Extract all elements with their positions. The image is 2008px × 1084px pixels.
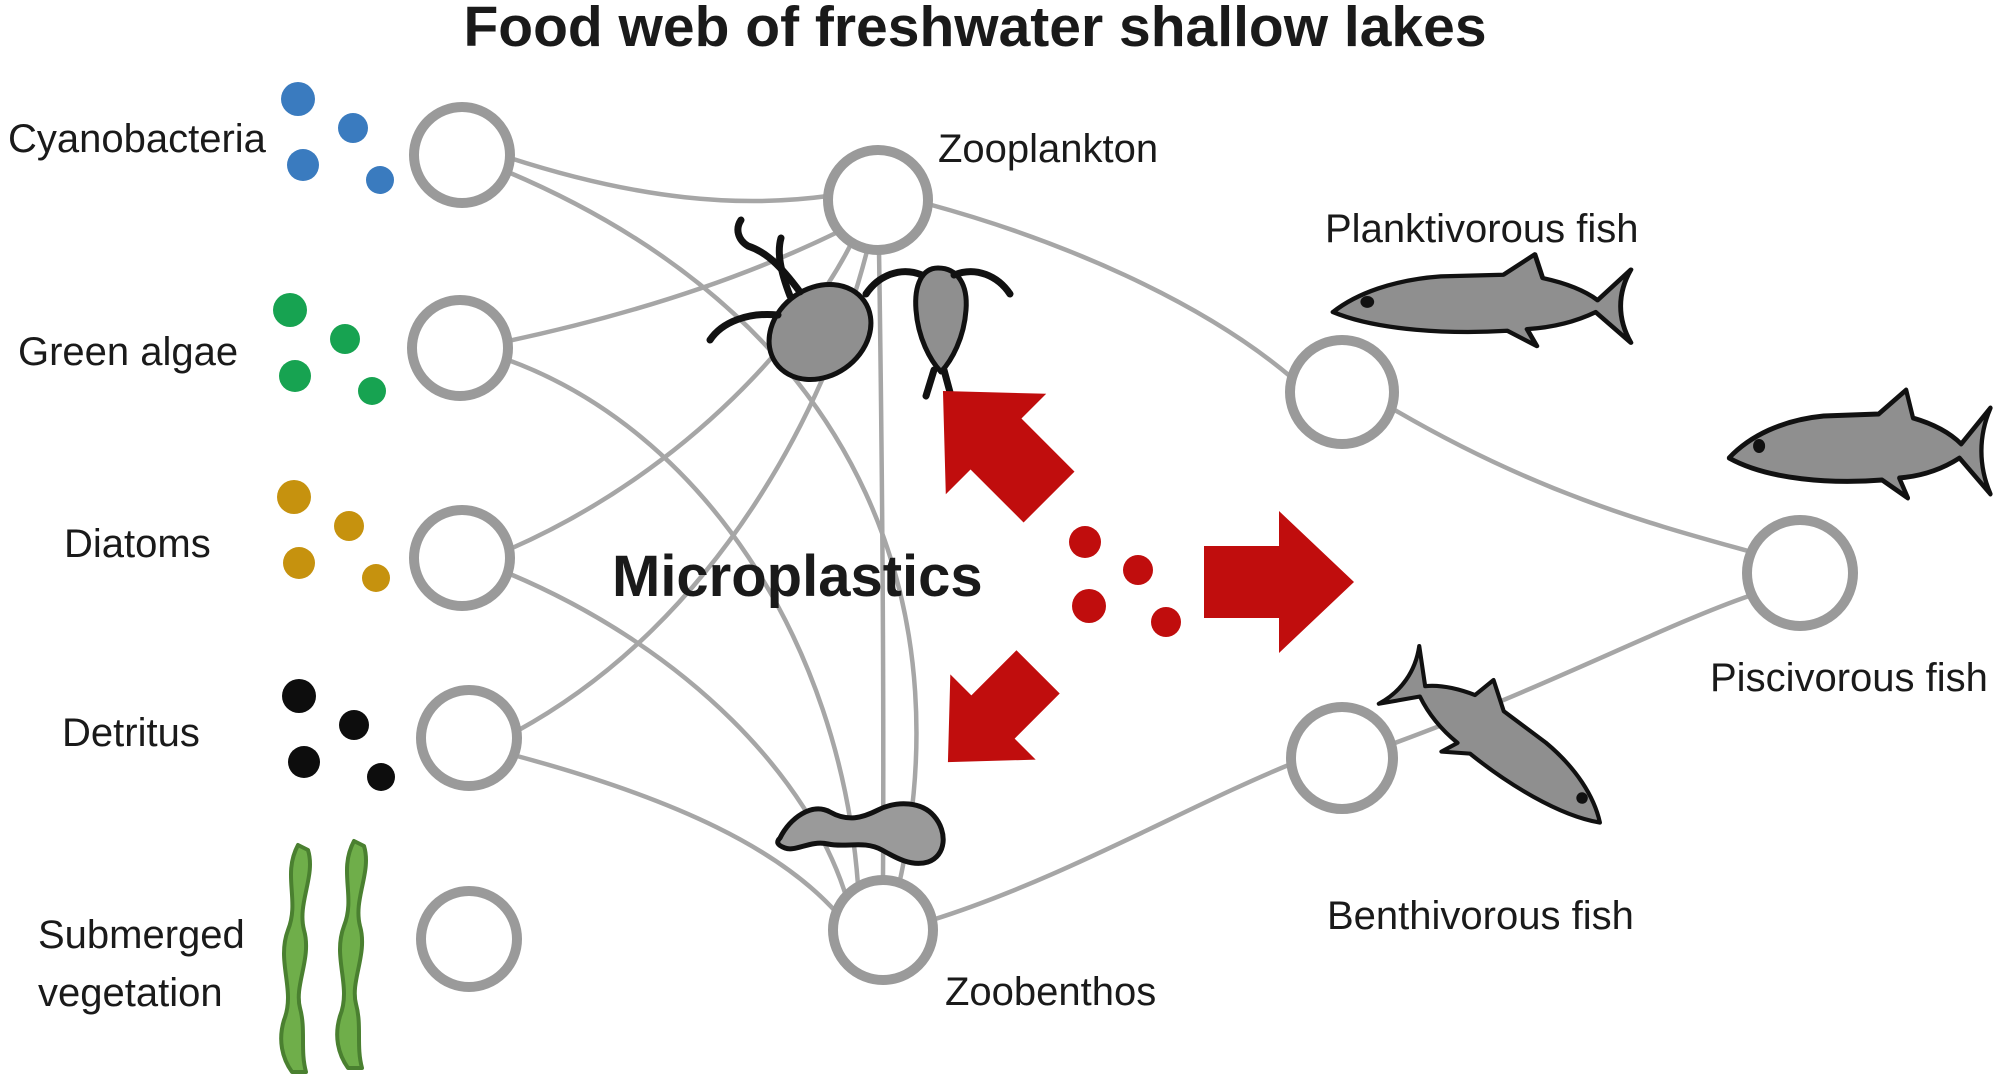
node-submerged-vegetation [416, 886, 522, 992]
edge-zooplankton-zoobenthos [876, 247, 886, 883]
node-zoobenthos [828, 875, 938, 985]
edge-green-algae-zooplankton [505, 227, 845, 344]
label-submerged-line2: vegetation [38, 971, 223, 1015]
trophic-nodes [407, 102, 1858, 992]
label-piscivorous-fish: Piscivorous fish [1710, 656, 1988, 700]
arrow-to-fish-icon [1204, 511, 1354, 653]
microplastic-particles [1069, 526, 1181, 637]
microplastics-group: Microplastics [612, 340, 1354, 805]
piscivorous-fish-icon [1729, 390, 1990, 498]
figure-title: Food web of freshwater shallow lakes [463, 0, 1486, 59]
arrow-to-zoobenthos-icon [905, 629, 1081, 805]
node-benthivorous-fish [1286, 702, 1398, 814]
zoobenthos-worm-icon [775, 801, 946, 866]
planktivorous-fish-icon [1333, 254, 1631, 346]
edge-diatoms-zooplankton [507, 233, 858, 552]
edge-green-algae-zoobenthos [505, 357, 861, 888]
cyanobacteria-particles [281, 82, 394, 194]
edge-zoobenthos-benthivorous [929, 761, 1294, 923]
edge-planktivorous-piscivorous [1390, 406, 1751, 554]
node-zooplankton [823, 145, 933, 255]
label-planktivorous-fish: Planktivorous fish [1325, 207, 1638, 251]
diatoms-particles [277, 480, 390, 592]
edge-zooplankton-planktivorous [925, 201, 1294, 380]
node-planktivorous-fish [1285, 335, 1399, 449]
fish-silhouettes [1333, 254, 1990, 849]
label-zoobenthos: Zoobenthos [945, 970, 1156, 1014]
edge-detritus-zoobenthos [514, 753, 839, 915]
edge-lines [505, 155, 1752, 923]
microplastics-label: Microplastics [612, 544, 983, 609]
label-benthivorous-fish: Benthivorous fish [1327, 894, 1634, 938]
benthivorous-fish-icon [1377, 634, 1632, 850]
label-cyanobacteria: Cyanobacteria [8, 117, 267, 161]
vegetation-strand [279, 843, 312, 1074]
node-piscivorous-fish [1742, 515, 1858, 631]
label-diatoms: Diatoms [64, 522, 211, 566]
vegetation-strand [335, 839, 368, 1070]
label-detritus: Detritus [62, 711, 200, 755]
arrow-to-zooplankton-icon [892, 340, 1100, 548]
label-submerged-line1: Submerged [38, 913, 245, 957]
node-diatoms [409, 505, 515, 611]
green-algae-particles [273, 293, 386, 405]
label-green-algae: Green algae [18, 330, 238, 374]
edge-cyanobacteria-zoobenthos [505, 169, 919, 896]
node-detritus [416, 685, 522, 791]
zooplankton-silhouettes [706, 216, 1014, 400]
node-cyanobacteria [409, 102, 515, 208]
node-green-algae [407, 295, 513, 401]
daphnia-icon [706, 216, 874, 383]
edge-diatoms-zoobenthos [507, 571, 849, 899]
vegetation-strands-icon [279, 839, 368, 1074]
label-zooplankton: Zooplankton [938, 127, 1158, 171]
edge-cyanobacteria-zooplankton [507, 155, 831, 204]
copepod-icon [862, 265, 1014, 400]
detritus-particles [282, 679, 395, 791]
